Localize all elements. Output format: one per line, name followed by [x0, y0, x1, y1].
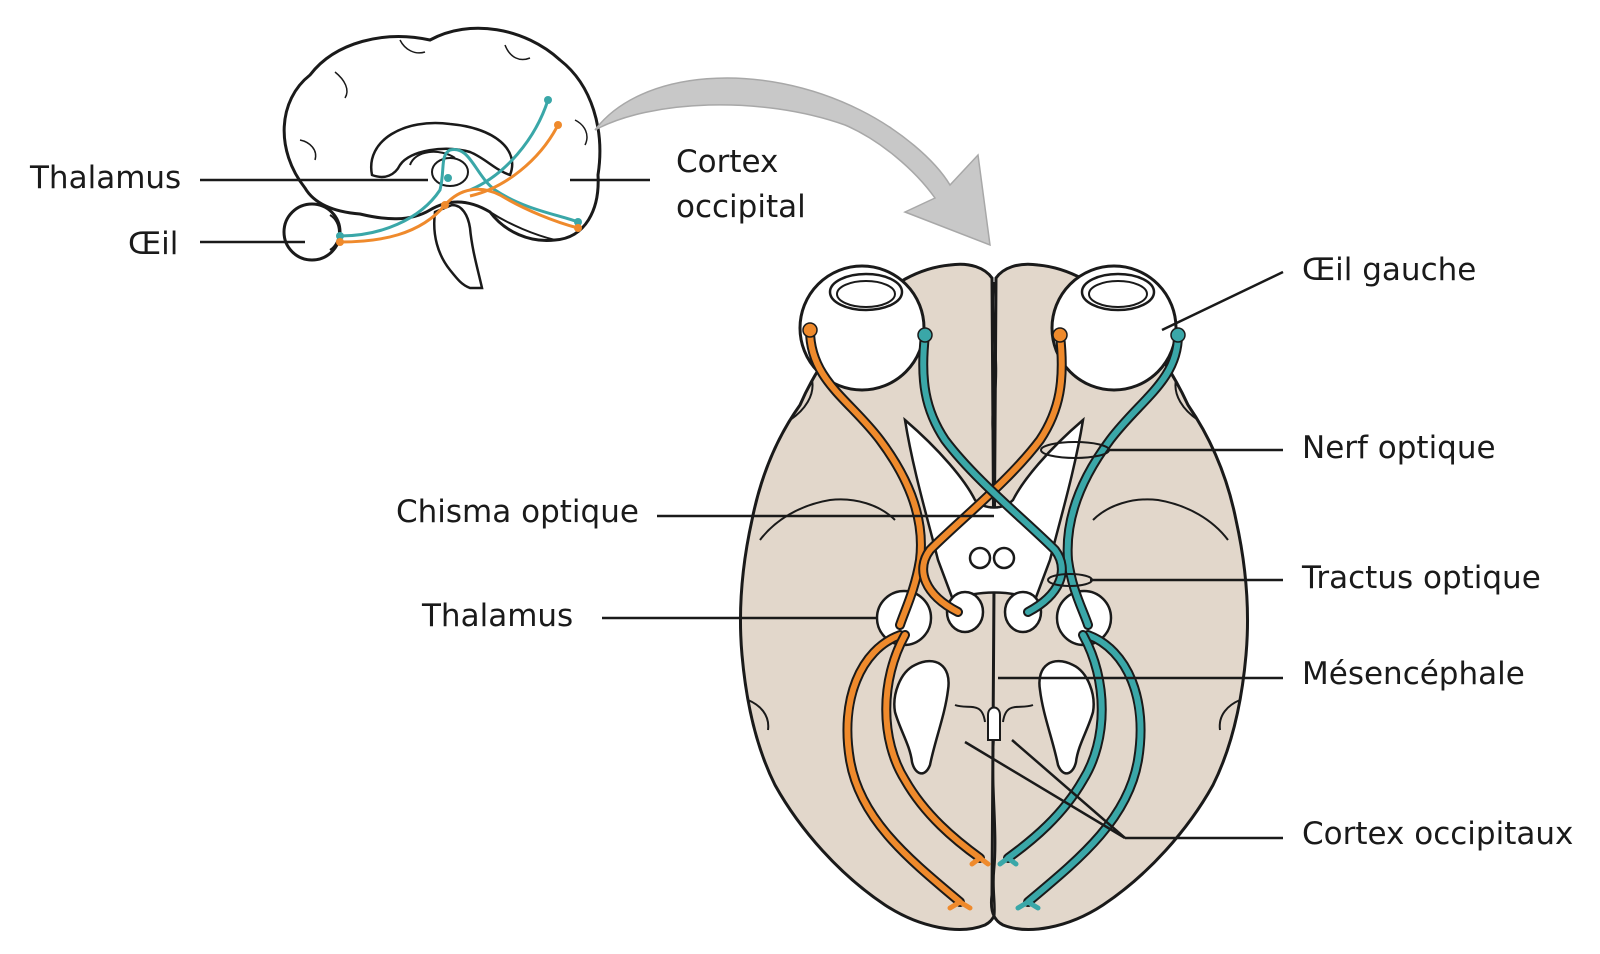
label-thalamus: Thalamus	[422, 598, 574, 634]
leader-left-eye	[1161, 270, 1284, 332]
mammillary-body-right	[992, 546, 1016, 570]
right-visual-pathway	[802, 322, 1068, 911]
sagittal-brain	[282, 26, 602, 290]
sagittal-thalamus-shape	[431, 157, 469, 187]
leader-occipital-cortex-a	[964, 740, 1126, 840]
label-midbrain: Mésencéphale	[1302, 656, 1525, 692]
label-sagittal-eye: Œil	[128, 226, 179, 262]
optic-chiasm-region	[903, 416, 1085, 602]
transition-arrow	[594, 77, 991, 247]
left-ventricle	[893, 659, 950, 775]
right-ventricle	[1038, 659, 1095, 775]
right-eye-lens	[828, 272, 904, 312]
label-cortex-occipital-line1: Cortex	[676, 144, 779, 180]
inferior-brain	[738, 262, 1250, 931]
label-optic-chiasm: Chisma optique	[396, 494, 639, 530]
label-occipital-cortices: Cortex occipitaux	[1302, 816, 1574, 852]
label-cortex-occipital-line2: occipital	[676, 189, 806, 225]
sagittal-left-pathway	[339, 148, 579, 238]
label-optic-nerve: Nerf optique	[1302, 430, 1496, 466]
sagittal-brainstem	[433, 203, 484, 290]
left-visual-pathway	[917, 327, 1186, 911]
leader-occipital-cortex-b	[1011, 739, 1126, 839]
sagittal-right-pathway	[339, 187, 579, 244]
mammillary-body-left	[968, 546, 992, 570]
label-left-eye: Œil gauche	[1302, 252, 1477, 288]
label-optic-tract: Tractus optique	[1302, 560, 1541, 596]
left-eye-lens	[1080, 272, 1156, 312]
label-sagittal-thalamus: Thalamus	[30, 160, 182, 196]
corpus-callosum	[369, 121, 514, 179]
sagittal-eye-shape	[282, 202, 342, 262]
